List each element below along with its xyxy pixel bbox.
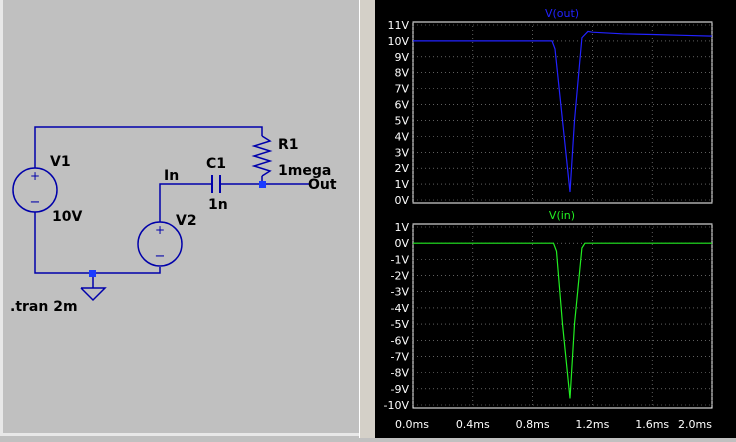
schematic-pane[interactable]: + − + − V1 10V V2 In C1 1n R1 1mega (0, 0, 360, 436)
x-tick-label: 1.2ms (575, 418, 609, 431)
r1-name-label: R1 (278, 137, 299, 153)
y-tick-label: -6V (391, 334, 410, 347)
y-tick-label: 1V (394, 178, 409, 191)
x-tick-label: 0.0ms (395, 418, 429, 431)
y-tick-label: -5V (391, 318, 410, 331)
x-tick-label: 0.8ms (516, 418, 550, 431)
y-tick-label: 10V (387, 35, 409, 48)
wire[interactable] (34, 126, 263, 168)
v1-name-label: V1 (50, 154, 71, 170)
pane-edge (0, 433, 359, 436)
waveform-trace-vin[interactable] (413, 242, 712, 399)
junction-node[interactable] (259, 181, 266, 188)
waveform-canvas[interactable]: 11V 10V 9V 8V 7V 6V 5V 4V 3V 2V 1V 0V V(out) 1V 0V -1… (375, 0, 736, 438)
y-tick-label: 2V (394, 162, 409, 175)
svg-text:−: − (30, 195, 41, 210)
y-tick-label: 0V (394, 194, 409, 207)
plot-pane-bottom[interactable]: 1V 0V -1V -2V -3V -4V -5V -6V -7V -8V -9V -10V V(in… (384, 209, 713, 412)
plot-pane-top[interactable]: 11V 10V 9V 8V 7V 6V 5V 4V 3V 2V 1V 0V V(out) (387, 7, 713, 207)
trace-label-vout[interactable]: V(out) (545, 7, 579, 20)
y-tick-label: 5V (394, 114, 409, 127)
y-tick-label: 1V (394, 221, 409, 234)
y-tick-label: -2V (391, 270, 410, 283)
y-tick-label: 6V (394, 99, 409, 112)
junction-node[interactable] (89, 270, 96, 277)
v1-value-label: 10V (52, 209, 82, 225)
c1-value-label: 1n (208, 197, 228, 213)
y-axis-ticks: 1V 0V -1V -2V -3V -4V -5V -6V -7V -8V -9V -10V (384, 221, 410, 412)
plot-grid (412, 22, 713, 203)
y-tick-label: 11V (387, 19, 409, 32)
y-tick-label: 8V (394, 67, 409, 80)
net-label-out: Out (308, 177, 337, 193)
x-axis-ticks: 0.0ms 0.4ms 0.8ms 1.2ms 1.6ms 2.0ms (395, 418, 712, 431)
y-tick-label: -8V (391, 367, 410, 380)
y-tick-label: -9V (391, 383, 410, 396)
y-tick-label: -10V (384, 399, 410, 412)
plot-frame (412, 223, 713, 409)
schematic-canvas[interactable]: + − + − V1 10V V2 In C1 1n R1 1mega (0, 0, 359, 436)
svg-text:+: + (155, 223, 165, 237)
wire[interactable] (34, 212, 161, 274)
x-tick-label: 1.6ms (635, 418, 669, 431)
plot-frame (412, 21, 713, 204)
c1-name-label: C1 (206, 156, 226, 172)
wire[interactable] (159, 183, 212, 222)
y-tick-label: -1V (391, 253, 410, 266)
waveform-trace-vout[interactable] (413, 30, 713, 193)
voltage-source-v2[interactable]: + − (137, 221, 183, 267)
waveform-viewer[interactable]: 11V 10V 9V 8V 7V 6V 5V 4V 3V 2V 1V 0V V(out) 1V 0V -1… (375, 0, 736, 438)
capacitor-c1[interactable] (211, 175, 221, 193)
resistor-r1[interactable] (251, 135, 273, 177)
y-tick-label: 7V (394, 83, 409, 96)
x-tick-label: 2.0ms (678, 418, 712, 431)
pane-edge (0, 0, 3, 436)
y-tick-label: -3V (391, 286, 410, 299)
y-tick-label: -7V (391, 350, 410, 363)
r1-value-label: 1mega (278, 163, 331, 179)
x-tick-label: 0.4ms (456, 418, 490, 431)
y-tick-label: 3V (394, 146, 409, 159)
trace-label-vin[interactable]: V(in) (549, 209, 575, 222)
net-label-in: In (164, 168, 179, 184)
voltage-source-v1[interactable]: + − (12, 167, 58, 213)
v2-name-label: V2 (176, 213, 197, 229)
y-tick-label: 0V (394, 237, 409, 250)
spice-directive[interactable]: .tran 2m (10, 299, 78, 315)
plot-grid (412, 224, 713, 408)
svg-text:+: + (30, 169, 40, 183)
y-tick-label: 9V (394, 51, 409, 64)
svg-text:−: − (155, 249, 166, 264)
ground-symbol[interactable] (80, 287, 107, 302)
y-tick-label: -4V (391, 302, 410, 315)
y-axis-ticks: 11V 10V 9V 8V 7V 6V 5V 4V 3V 2V 1V 0V (387, 19, 409, 207)
y-tick-label: 4V (394, 130, 409, 143)
